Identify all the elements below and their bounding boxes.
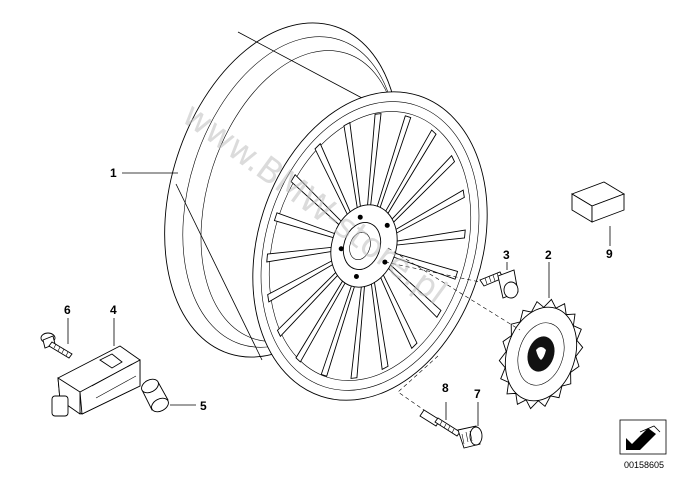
hub-bolt-hole [338,246,344,252]
valve-stem [419,409,461,437]
hub-cap [498,298,584,410]
callout-labels: 1 2 3 4 5 6 7 8 9 [64,166,613,413]
valve-cap [141,378,169,413]
callout-5: 5 [200,399,207,413]
sensor-screw [40,332,73,359]
document-number: 00158605 [624,460,664,470]
valve-insert [457,425,483,449]
callout-6: 6 [64,303,71,317]
callout-1: 1 [110,166,117,180]
callout-8: 8 [442,381,449,395]
wheel-spokes [266,113,466,379]
callout-7: 7 [474,387,481,401]
callout-4: 4 [110,303,117,317]
part-box [570,181,626,223]
leader-lines [67,172,611,426]
hub-bolt-hole [353,274,359,280]
callout-9: 9 [606,247,613,261]
hub-bolt-hole [382,259,388,265]
callout-2: 2 [545,248,552,262]
tpms-sensor [51,345,141,417]
hub-bolt-holes [338,214,390,280]
wheel-bolt [479,269,519,299]
callout-3: 3 [503,248,510,262]
next-page-icon[interactable] [619,419,667,455]
hub-bolt-hole [357,214,363,220]
hub-bolt-hole [384,222,390,228]
wheel-rim [164,22,488,401]
